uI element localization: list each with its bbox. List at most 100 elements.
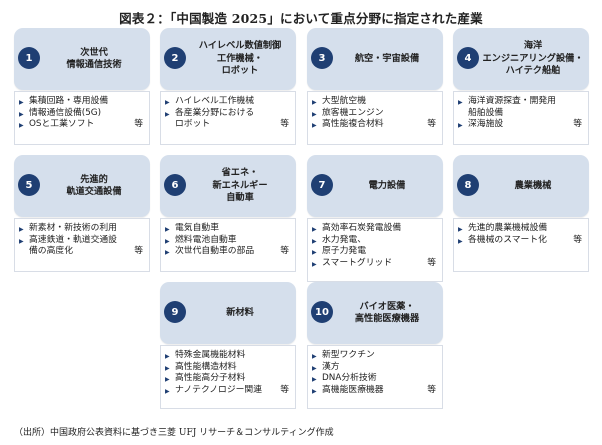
card-items-box: 先進的農業機械設備各機械のスマート化 等: [453, 218, 589, 272]
list-item-text: 大型航空機: [322, 96, 366, 106]
list-item: 先進的農業機械設備: [458, 223, 588, 235]
list-item: 大型航空機: [312, 96, 442, 108]
list-item: 各機械のスマート化 等: [458, 234, 588, 247]
list-item: 海洋資源探査・開発用 船舶設備: [458, 96, 588, 119]
list-item-text: 海洋資源探査・開発用 船舶設備: [468, 96, 556, 118]
card-title: ハイレベル数値制御 工作機械・ ロボット: [198, 40, 282, 77]
list-item-text: 各機械のスマート化: [468, 234, 547, 245]
card-item-list: 集積回路・専用設備情報通信設備(5G)OSと工業ソフト 等: [15, 92, 149, 131]
etc-label: 等: [573, 234, 582, 245]
card-title: 電力設備: [368, 179, 406, 191]
etc-label: 等: [280, 119, 289, 129]
card-item-list: 新型ワクチン漢方DNA分析技術高機能医療機器 等: [308, 346, 442, 396]
etc-label: 等: [427, 257, 436, 268]
card-number-badge: 3: [311, 47, 333, 69]
card-item-list: 先進的農業機械設備各機械のスマート化 等: [454, 219, 588, 246]
card-items-box: 集積回路・専用設備情報通信設備(5G)OSと工業ソフト 等: [14, 91, 150, 145]
list-item-text: 旅客機エンジン: [322, 107, 384, 118]
card-number-badge: 2: [164, 47, 186, 69]
list-item: DNA分析技術: [312, 373, 442, 385]
list-item-text: 原子力発電: [322, 246, 366, 256]
list-item: 特殊金属機能材料: [165, 350, 295, 362]
card-title: 海洋 エンジニアリング設備・ ハイテク船舶: [482, 40, 584, 77]
list-item: スマートグリッド 等: [312, 257, 442, 270]
card-item-list: 大型航空機旅客機エンジン高性能複合材料 等: [308, 92, 442, 131]
card-number-badge: 6: [164, 174, 186, 196]
etc-label: 等: [427, 384, 436, 395]
list-item: 新素材・新技術の利用: [19, 223, 149, 235]
list-item: 旅客機エンジン: [312, 107, 442, 120]
etc-label: 等: [134, 119, 143, 129]
etc-label: 等: [134, 246, 143, 256]
etc-label: 等: [280, 384, 289, 395]
list-item-text: 情報通信設備(5G): [29, 107, 102, 118]
list-item: 原子力発電: [312, 246, 442, 258]
card-number-badge: 9: [164, 301, 186, 323]
list-item-text: 新型ワクチン: [322, 350, 375, 360]
list-item-text: 高機能医療機器: [322, 384, 384, 395]
card-items-box: 海洋資源探査・開発用 船舶設備深海施設等: [453, 91, 589, 145]
card-title: 省エネ・ 新エネルギー 自動車: [212, 167, 268, 204]
list-item-text: OSと工業ソフト: [29, 119, 95, 129]
list-item-text: スマートグリッド: [322, 257, 393, 268]
list-item: 高機能医療機器 等: [312, 384, 442, 397]
list-item: 高性能高分子材料: [165, 373, 295, 385]
card-header: 5 先進的 軌道交通設備: [14, 155, 150, 217]
card-header: 6 省エネ・ 新エネルギー 自動車: [160, 155, 296, 217]
list-item-text: 新素材・新技術の利用: [29, 223, 117, 233]
list-item: 漢方: [312, 361, 442, 374]
list-item: ハイレベル工作機械: [165, 96, 295, 108]
list-item-text: 高性能複合材料: [322, 119, 384, 129]
card-items-box: 高効率石炭発電設備水力発電、原子力発電スマートグリッド 等: [307, 218, 443, 282]
list-item-text: 次世代自動車の部品: [175, 246, 255, 256]
list-item-text: 水力発電、: [322, 234, 366, 245]
card-header: 2 ハイレベル数値制御 工作機械・ ロボット: [160, 28, 296, 90]
list-item: 集積回路・専用設備: [19, 96, 149, 108]
card-title: 航空・宇宙設備: [354, 52, 420, 64]
list-item: 高効率石炭発電設備: [312, 223, 442, 235]
card-number-badge: 8: [457, 174, 479, 196]
source-note: （出所）中国政府公表資料に基づき三菱 UFJ リサーチ＆コンサルティング作成: [14, 428, 334, 438]
list-item: ナノテクノロジー関連 等: [165, 384, 295, 397]
list-item-text: 各産業分野における ロボット: [175, 107, 255, 130]
figure-title: 図表２：「中国製造 2025」において重点分野に指定された産業: [119, 11, 483, 26]
card-title: バイオ医薬・ 高性能医療機器: [354, 300, 420, 325]
list-item: 水力発電、: [312, 234, 442, 247]
list-item-text: ハイレベル工作機械: [175, 96, 254, 106]
card-items-box: 大型航空機旅客機エンジン高性能複合材料 等: [307, 91, 443, 145]
card-header: 8 農業機械: [453, 155, 589, 217]
card-items-box: 新型ワクチン漢方DNA分析技術高機能医療機器 等: [307, 345, 443, 409]
card-items-box: 特殊金属機能材料高性能構造材料高性能高分子材料ナノテクノロジー関連等: [160, 345, 296, 409]
card-number-badge: 5: [18, 174, 40, 196]
list-item: 電気自動車: [165, 223, 295, 235]
card-title: 農業機械: [514, 179, 552, 191]
card-number-badge: 10: [311, 301, 333, 323]
card-title: 次世代 情報通信技術: [66, 46, 122, 71]
list-item-text: 燃料電池自動車: [175, 234, 237, 245]
card-title: 先進的 軌道交通設備: [66, 173, 122, 198]
card-header: 3 航空・宇宙設備: [307, 28, 443, 90]
list-item-text: DNA分析技術: [322, 373, 377, 383]
list-item-text: 深海施設: [468, 119, 504, 129]
list-item: OSと工業ソフト 等: [19, 119, 149, 131]
list-item: 情報通信設備(5G): [19, 107, 149, 120]
etc-label: 等: [427, 119, 436, 129]
card-header: 10 バイオ医薬・ 高性能医療機器: [307, 282, 443, 344]
card-item-list: 特殊金属機能材料高性能構造材料高性能高分子材料ナノテクノロジー関連等: [161, 346, 295, 396]
card-item-list: 海洋資源探査・開発用 船舶設備深海施設等: [454, 92, 588, 131]
list-item-text: ナノテクノロジー関連: [175, 384, 263, 395]
list-item-text: 先進的農業機械設備: [468, 223, 548, 233]
card-item-list: 電気自動車燃料電池自動車次世代自動車の部品等: [161, 219, 295, 258]
list-item: 新型ワクチン: [312, 350, 442, 362]
list-item-text: 漢方: [322, 361, 340, 372]
